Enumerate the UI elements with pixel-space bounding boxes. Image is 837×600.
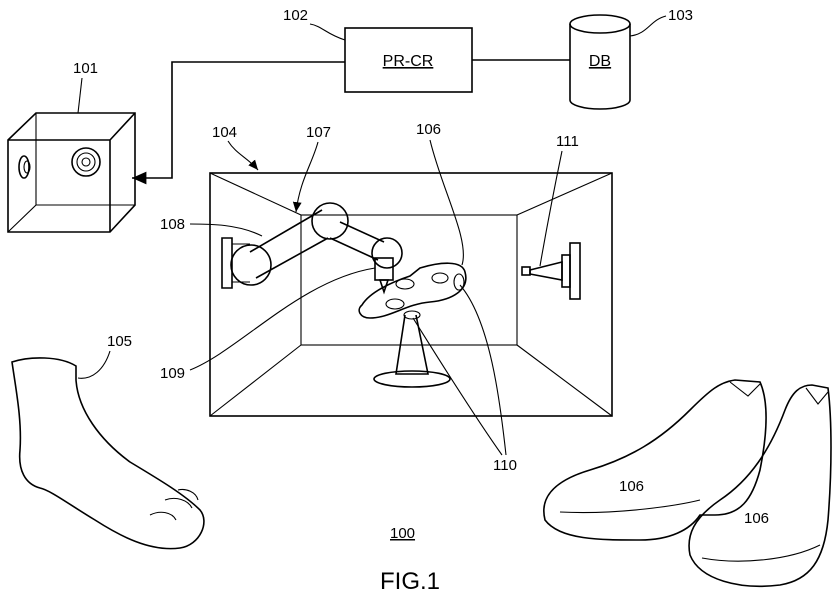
shoe-left xyxy=(543,379,767,541)
leader-102 xyxy=(309,23,346,41)
leader-105 xyxy=(77,350,111,379)
side-tool xyxy=(521,242,581,300)
leader-101 xyxy=(77,77,83,114)
ref-108: 108 xyxy=(160,216,185,233)
leader-103 xyxy=(629,15,667,37)
ref-106-last: 106 xyxy=(416,121,441,138)
database-cylinder: DB xyxy=(569,14,631,110)
controller-scanner-link xyxy=(132,61,345,185)
shoe-last xyxy=(358,262,467,388)
ref-107: 107 xyxy=(306,124,331,141)
ref-102: 102 xyxy=(283,7,308,24)
database-label: DB xyxy=(589,53,611,70)
leader-111 xyxy=(539,150,563,267)
controller-label: PR-CR xyxy=(383,53,434,70)
foot xyxy=(11,357,205,550)
scanner-box xyxy=(7,112,136,233)
leader-104 xyxy=(227,140,259,171)
leader-109 xyxy=(189,267,376,371)
ref-106-left: 106 xyxy=(619,478,644,495)
shoe-right xyxy=(688,384,832,588)
chamber xyxy=(209,172,613,417)
ref-110: 110 xyxy=(493,457,517,474)
ref-109: 109 xyxy=(160,365,185,382)
ref-103: 103 xyxy=(668,7,693,24)
ref-111: 111 xyxy=(556,133,579,150)
ref-104: 104 xyxy=(212,124,237,141)
robot-arm xyxy=(230,202,403,295)
controller-block: PR-CR xyxy=(344,27,473,93)
ref-106-right: 106 xyxy=(744,510,769,527)
figure-label: FIG.1 xyxy=(380,568,440,595)
leader-106-last xyxy=(429,139,464,266)
ref-101: 101 xyxy=(73,60,98,77)
leader-110-b xyxy=(459,284,507,456)
ref-105: 105 xyxy=(107,333,132,350)
ref-100: 100 xyxy=(390,525,415,542)
leader-107 xyxy=(292,141,319,213)
leader-110-a xyxy=(412,317,503,456)
leader-108 xyxy=(189,223,263,237)
